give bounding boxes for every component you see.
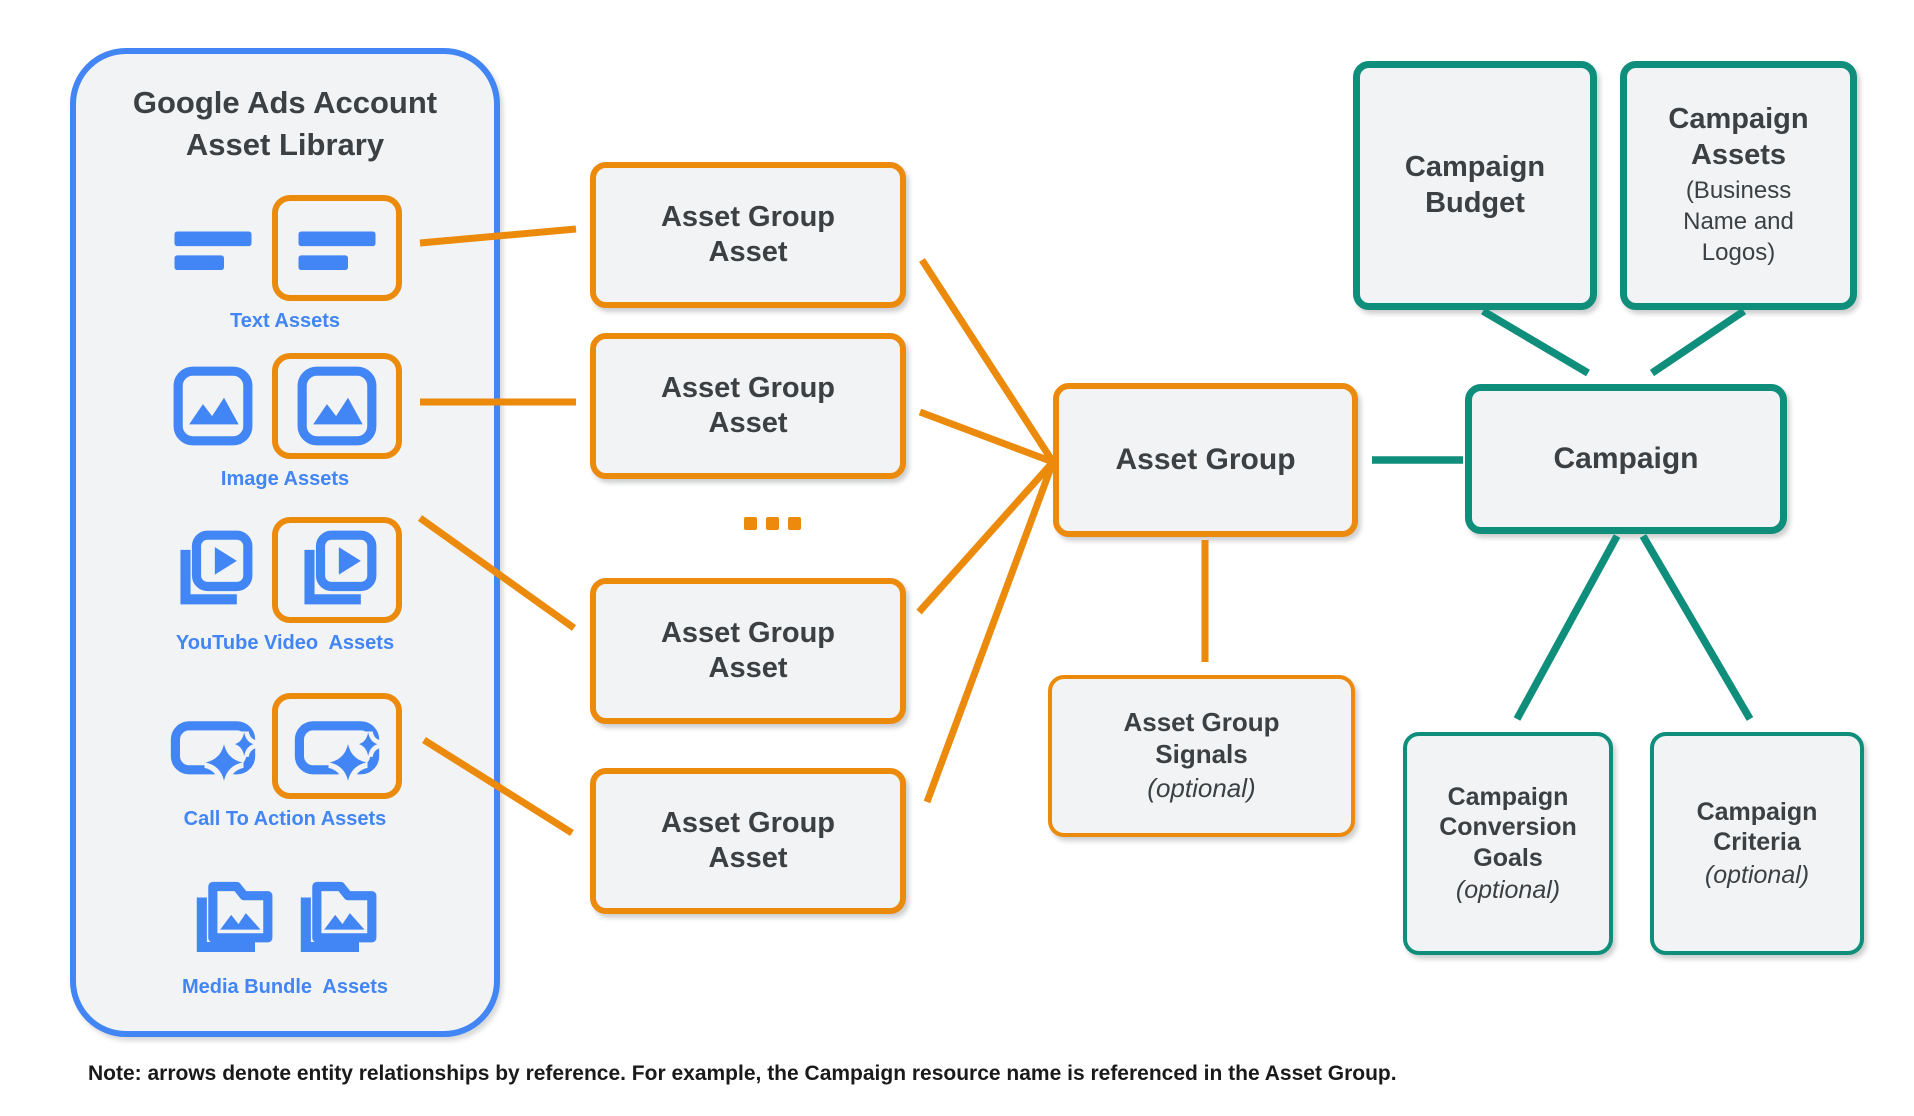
asset-group-asset-label: Asset Group Asset (660, 371, 836, 439)
text-assets-label: Text Assets (229, 310, 341, 332)
media-bundle-asset-icon (188, 869, 278, 959)
asset-group-asset-node-2: Asset Group Asset (590, 333, 906, 479)
campaign-assets-sublabel: (Business Name and Logos) (1683, 177, 1794, 267)
image-asset-icon-pair (168, 352, 402, 460)
youtube-video-asset-icon (292, 525, 382, 615)
asset-group-label: Asset Group (1115, 442, 1296, 476)
asset-group-signals-node: Asset Group Signals (optional) (1048, 675, 1355, 837)
library-row-text-assets: Text Assets (76, 194, 494, 333)
campaign-budget-node: Campaign Budget (1353, 61, 1597, 310)
campaign-criteria-optional: (optional) (1704, 860, 1810, 889)
youtube-video-asset-icon-pair (168, 516, 402, 624)
asset-group-asset-node-4: Asset Group Asset (590, 768, 906, 914)
call-to-action-asset-icon (292, 701, 382, 791)
campaign-criteria-node: Campaign Criteria (optional) (1650, 732, 1864, 955)
media-bundle-assets-label: Media Bundle Assets (182, 976, 388, 998)
asset-library-title: Google Ads Account Asset Library (76, 82, 494, 166)
asset-group-asset-label: Asset Group Asset (660, 806, 836, 874)
call-to-action-asset-icon (168, 701, 258, 791)
library-row-image-assets: Image Assets (76, 352, 494, 491)
text-asset-icon-pair (168, 194, 402, 302)
youtube-video-asset-highlight-box (272, 517, 402, 623)
ellipsis-dots (744, 517, 801, 530)
diagram-note: Note: arrows denote entity relationships… (88, 1062, 1397, 1085)
library-row-media-bundle-assets: Media Bundle Assets (76, 860, 494, 999)
arrow-asset-group-to-asset-group-asset-2 (918, 408, 1055, 466)
library-row-youtube-video-assets: YouTube Video Assets (76, 516, 494, 655)
asset-group-asset-label: Asset Group Asset (660, 200, 836, 268)
campaign-label: Campaign (1553, 441, 1699, 475)
arrow-campaign-budget-to-campaign (1481, 307, 1590, 377)
campaign-criteria-label: Campaign Criteria (1696, 797, 1818, 857)
arrow-campaign-to-campaign-criteria (1639, 534, 1754, 721)
image-asset-icon (168, 361, 258, 451)
youtube-video-assets-label: YouTube Video Assets (175, 632, 395, 654)
media-bundle-asset-icon-pair (188, 860, 382, 968)
image-asset-highlight-box (272, 353, 402, 459)
image-asset-icon (292, 361, 382, 451)
campaign-node: Campaign (1465, 384, 1787, 534)
arrow-campaign-to-campaign-conversion-goals (1513, 534, 1621, 721)
asset-group-asset-label: Asset Group Asset (660, 616, 836, 684)
library-row-call-to-action-assets: Call To Action Assets (76, 692, 494, 831)
asset-group-signals-optional: (optional) (1147, 772, 1256, 803)
campaign-conversion-goals-node: Campaign Conversion Goals (optional) (1403, 732, 1613, 955)
asset-library-title-line2: Asset Library (185, 126, 385, 162)
image-assets-label: Image Assets (220, 468, 350, 490)
arrow-asset-group-to-asset-group-asset-1 (919, 258, 1056, 464)
asset-group-asset-node-3: Asset Group Asset (590, 578, 906, 724)
asset-library-title-line1: Google Ads Account (132, 85, 438, 120)
call-to-action-asset-icon-pair (168, 692, 402, 800)
campaign-assets-label: Campaign Assets (1668, 103, 1809, 171)
asset-group-node: Asset Group (1053, 383, 1358, 537)
media-bundle-asset-icon (292, 869, 382, 959)
call-to-action-asset-highlight-box (272, 693, 402, 799)
campaign-conversion-goals-optional: (optional) (1455, 876, 1561, 904)
campaign-assets-node: Campaign Assets (Business Name and Logos… (1620, 61, 1857, 310)
arrow-asset-group-to-asset-group-asset-4 (923, 460, 1057, 804)
campaign-budget-label: Campaign Budget (1404, 151, 1546, 219)
text-asset-highlight-box (272, 195, 402, 301)
text-asset-icon (168, 203, 258, 293)
asset-group-asset-node-1: Asset Group Asset (590, 162, 906, 308)
campaign-conversion-goals-label: Campaign Conversion Goals (1439, 782, 1577, 872)
asset-library-container: Google Ads Account Asset Library Text As… (70, 48, 500, 1037)
call-to-action-assets-label: Call To Action Assets (183, 808, 387, 830)
text-asset-icon (292, 203, 382, 293)
asset-group-signals-label: Asset Group Signals (1123, 707, 1280, 770)
arrow-campaign-assets-to-campaign (1649, 307, 1747, 377)
youtube-video-asset-icon (168, 525, 258, 615)
arrow-asset-group-to-asset-group-asset-3 (916, 459, 1056, 615)
